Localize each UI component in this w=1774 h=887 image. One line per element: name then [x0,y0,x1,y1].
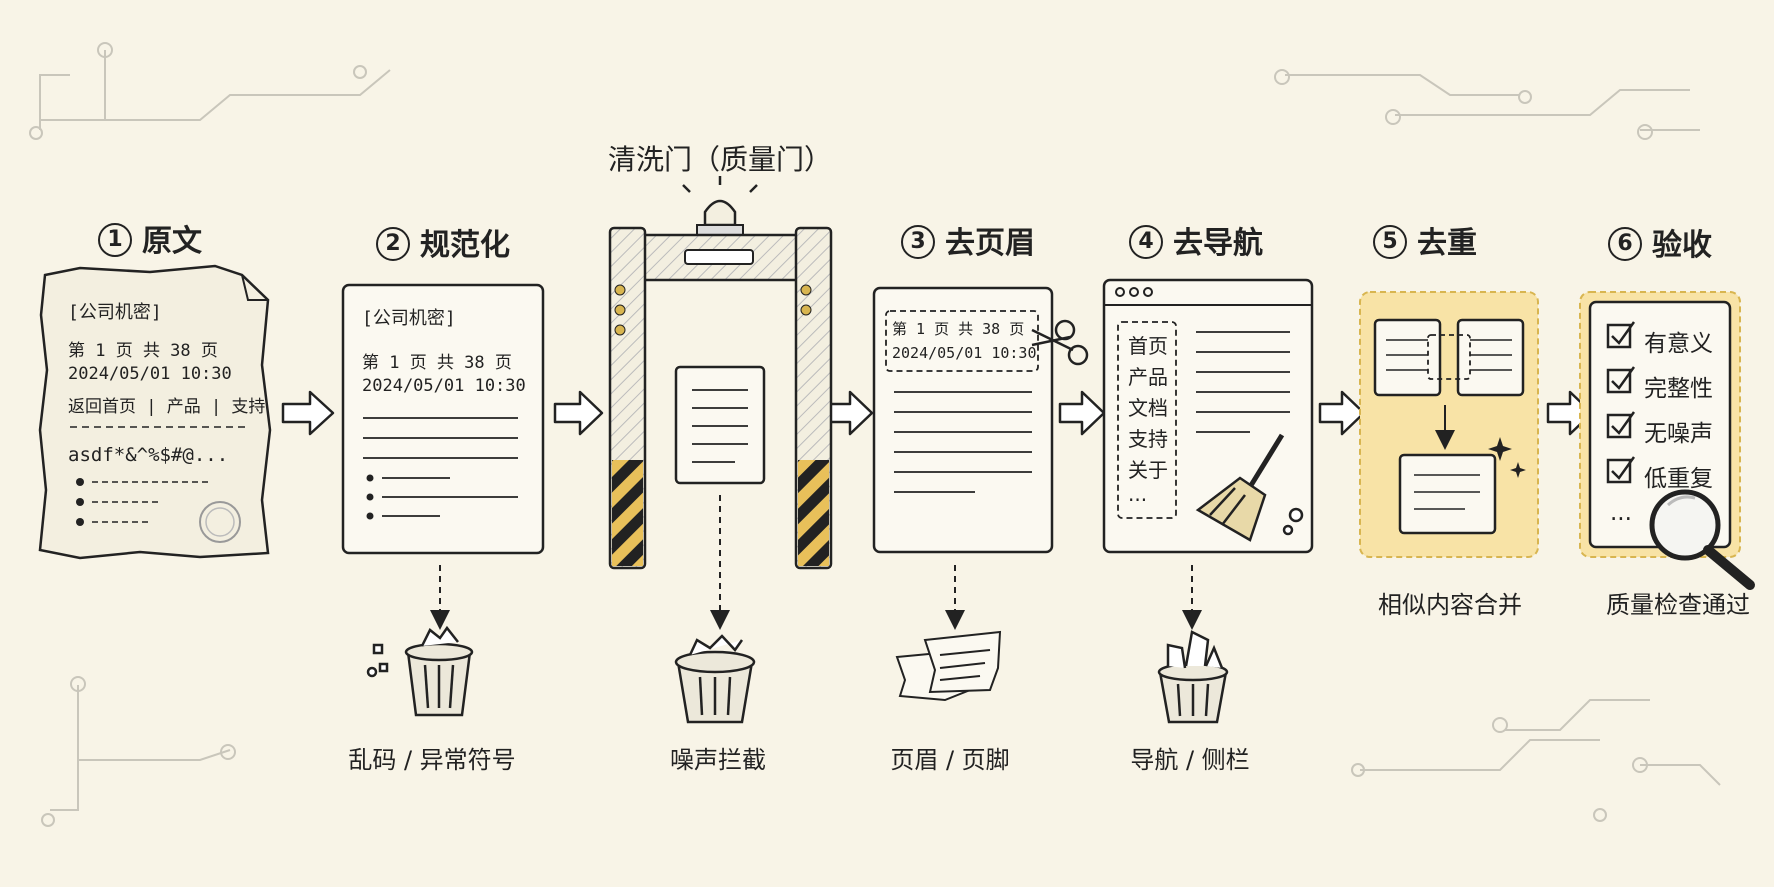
checkbox-icon [1606,321,1636,484]
raw-date: 2024/05/01 10:30 [68,364,232,384]
dedup-panel [1359,291,1539,558]
raw-nav: 返回首页 | 产品 | 支持 [68,397,266,417]
acceptance-panel [1579,291,1755,590]
step-label-3: 去页眉 [945,226,1035,261]
step-number-2: 2 [376,226,410,261]
nav-item: 产品 [1128,365,1168,389]
caption-nav: 导航 / 侧栏 [1130,746,1250,774]
step-title-6: 6 验收 [1608,220,1712,264]
trash-bin-icon [366,625,474,717]
arrow-right-icon [553,390,604,436]
raw-page: 第 1 页 共 38 页 [68,341,218,361]
step-title-3: 3 去页眉 [901,218,1035,262]
step-number-5: 5 [1373,224,1407,259]
check-item: ... [1610,500,1632,526]
check-item: 完整性 [1644,376,1713,402]
step-title-4: 4 去导航 [1129,218,1263,262]
sparkle-icon [1488,437,1526,478]
nav-item: 文档 [1128,396,1168,420]
step-number-4: 4 [1129,224,1163,259]
magnifier-icon [1649,489,1755,590]
arrow-right-icon [1318,390,1366,436]
step-label-6: 验收 [1652,228,1712,263]
nav-item: ... [1128,482,1148,506]
raw-garbage: asdf*&^%$#@... [68,444,229,466]
caption-dedup: 相似内容合并 [1378,591,1522,619]
normalized-confidential: [公司机密] [362,308,456,329]
alarm-light-icon [682,176,758,236]
torn-header-footer-strips [895,630,1002,702]
normalized-document [341,283,545,630]
raw-confidential: [公司机密] [68,302,162,323]
step-label-1: 原文 [142,224,202,259]
check-item: 有意义 [1644,331,1713,357]
step-label-2: 规范化 [420,228,510,263]
trash-bin-icon [1157,630,1229,724]
circuit-decoration [29,42,1721,827]
quality-gate [608,176,833,630]
broom-icon [1195,433,1304,542]
caption-gate: 噪声拦截 [670,746,766,774]
caption-normalize: 乱码 / 异常符号 [348,746,516,774]
nav-item: 关于 [1128,458,1168,482]
caption-accept: 质量检查通过 [1606,591,1750,619]
normalized-date: 2024/05/01 10:30 [362,376,526,396]
nav-removal-window [1102,278,1314,630]
check-item: 低重复 [1644,466,1713,492]
arrow-right-icon [281,390,335,436]
caption-header: 页眉 / 页脚 [890,746,1010,774]
nav-item: 首页 [1128,334,1168,358]
header-date: 2024/05/01 10:30 [892,344,1037,362]
step-number-1: 1 [98,222,132,257]
step-number-3: 3 [901,224,935,259]
step-title-1: 1 原文 [98,216,202,260]
header-page: 第 1 页 共 38 页 [892,320,1025,338]
step-title-5: 5 去重 [1373,218,1477,262]
nav-item: 支持 [1128,427,1168,451]
step-title-2: 2 规范化 [376,220,510,264]
arrow-right-icon [826,390,874,436]
raw-document [38,264,272,560]
arrow-right-icon [1058,390,1106,436]
step-label-4: 去导航 [1173,226,1263,261]
step-label-5: 去重 [1417,226,1477,261]
trash-bin-icon [674,634,756,724]
header-removal-document [872,286,1089,630]
step-number-6: 6 [1608,226,1642,261]
normalized-page: 第 1 页 共 38 页 [362,353,512,373]
scissors-icon [1031,319,1089,366]
gate-label: 清洗门（质量门） [607,143,833,176]
check-item: 无噪声 [1644,421,1713,447]
